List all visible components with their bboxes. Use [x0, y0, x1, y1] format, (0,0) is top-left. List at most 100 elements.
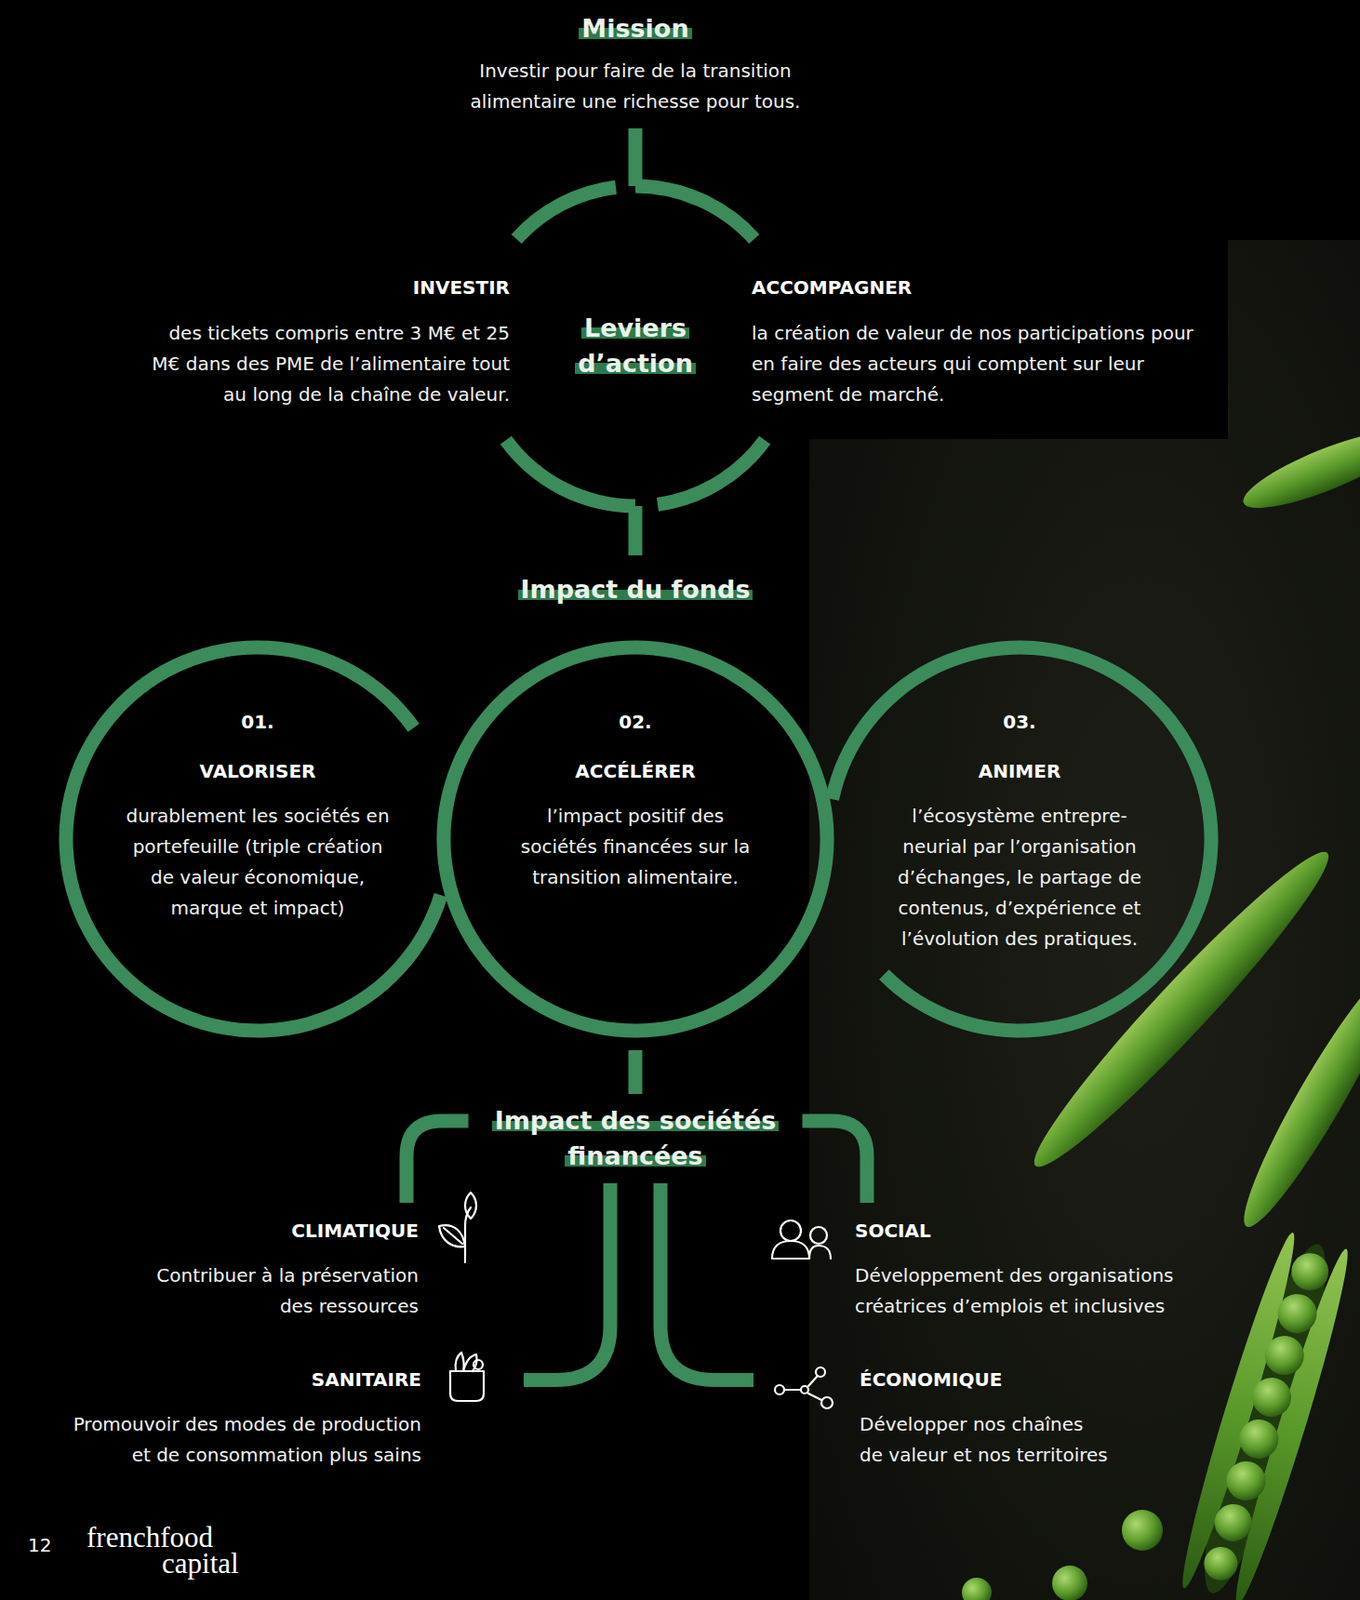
- economy-icon: [808, 1393, 822, 1400]
- open-pea-pod: [1286, 1248, 1334, 1295]
- economy-icon: [774, 1385, 785, 1395]
- economy-icon: [821, 1397, 833, 1409]
- body-text: Développement des organisations créatric…: [854, 1260, 1190, 1322]
- mission-block: MissionInvestir pour faire de la transit…: [449, 11, 822, 118]
- health-icon: [450, 1352, 484, 1401]
- circle-arc: [656, 436, 771, 512]
- impact-item: ÉCONOMIQUE Développer nos chaînes de vale…: [772, 1364, 1111, 1471]
- economy-icon: [784, 1388, 801, 1391]
- photo-ground: [809, 240, 1360, 1600]
- pea-pods: [1121, 1509, 1163, 1551]
- circle-arc: [436, 640, 834, 1039]
- circle-arc: [511, 180, 617, 244]
- callout-number: 02.: [513, 706, 758, 738]
- open-pea-pod: [1171, 1228, 1359, 1600]
- body-text: la création de valeur de nos participati…: [751, 318, 1199, 411]
- lever-text: ACCOMPAGNER la création de valeur de nos …: [751, 272, 1199, 411]
- social-icon: [780, 1220, 801, 1241]
- connector: [802, 1120, 868, 1203]
- heading: ACCOMPAGNER: [751, 272, 1199, 304]
- circle-text: Leviers d’action: [542, 310, 729, 382]
- heading: CLIMATIQUE: [134, 1215, 419, 1247]
- section-title: Impact des sociétés financées: [489, 1103, 783, 1174]
- body-text: durablement les sociétés en portefeuille…: [121, 800, 394, 924]
- open-pea-pod: [1210, 1499, 1257, 1547]
- section-title: Impact des sociétés financées: [492, 1106, 780, 1171]
- health-icon: [455, 1352, 465, 1372]
- circle-text: 02. ACCÉLÉRER l’impact positif des société…: [513, 706, 758, 894]
- pea-pods: [1226, 957, 1360, 1238]
- connector: [628, 506, 643, 556]
- connector: [523, 1183, 611, 1381]
- heading: VALORISER: [121, 756, 394, 787]
- callout-number: 01.: [121, 706, 394, 738]
- social-icon: [810, 1226, 827, 1244]
- open-pea-pod: [1221, 1456, 1270, 1506]
- economy-icon: [800, 1386, 809, 1394]
- open-pea-pod: [1200, 1542, 1242, 1585]
- section-title: Impact du fonds: [518, 574, 754, 604]
- heading: ÉCONOMIQUE: [859, 1364, 1111, 1396]
- circle-outline: [461, 172, 810, 520]
- heading: ANIMER: [880, 756, 1160, 787]
- circle-arc: [825, 640, 1218, 1038]
- title-row: Impact du fonds: [515, 572, 757, 608]
- impact-circle: 01. VALORISER durablement les sociétés en …: [52, 633, 464, 1045]
- heading: SOCIAL: [854, 1215, 1190, 1247]
- impact-circle: 03. ANIMER l’écosystème entrepre- neurial …: [813, 633, 1226, 1045]
- body-text: Développer nos chaînes de valeur et nos …: [859, 1409, 1111, 1471]
- title-row: Impact des sociétés financées: [489, 1103, 783, 1174]
- circle-text: 03. ANIMER l’écosystème entrepre- neurial …: [880, 706, 1160, 955]
- connector: [628, 128, 643, 187]
- section-title: Mission: [578, 13, 692, 43]
- section-title: Leviers d’action: [574, 313, 696, 378]
- title-row: Mission: [449, 11, 822, 47]
- body-text: des tickets compris entre 3 M€ et 25 M€ …: [137, 318, 510, 411]
- pea-pods: [1236, 417, 1360, 522]
- impact-item: SANITAIREPromouvoir des modes de product…: [53, 1364, 489, 1471]
- circle-arc: [635, 179, 760, 244]
- circle-outline: [825, 640, 1218, 1038]
- heading: SANITAIRE: [53, 1364, 422, 1396]
- section-title: Impact du fonds: [515, 572, 757, 608]
- open-pea-pod: [1171, 1228, 1306, 1593]
- social-icon: [772, 1220, 831, 1259]
- body-text: l’impact positif des sociétés financées …: [513, 800, 758, 894]
- connector: [660, 1183, 754, 1381]
- circle-outline: [500, 179, 771, 514]
- circle-arc: [58, 640, 448, 1038]
- economy-icon: [774, 1367, 833, 1409]
- open-pea-pod: [1247, 1373, 1296, 1422]
- circle-text: 01. VALORISER durablement les sociétés en …: [121, 706, 394, 924]
- economy-icon: [815, 1367, 826, 1377]
- social-icon: [809, 1245, 831, 1259]
- climate-icon: [439, 1192, 477, 1263]
- heading: ACCÉLÉRER: [513, 756, 758, 787]
- impact-item: SOCIAL Développement des organisations cr…: [764, 1215, 1190, 1322]
- body-text: l’écosystème entrepre- neurial par l’org…: [880, 800, 1160, 955]
- health-icon: [450, 1371, 484, 1401]
- impact-item: CLIMATIQUE Contribuer à la préservation d…: [134, 1215, 492, 1322]
- connector: [628, 1050, 643, 1094]
- connector: [406, 1120, 469, 1203]
- social-icon: [772, 1240, 810, 1259]
- open-pea-pod: [1260, 1331, 1309, 1380]
- circle-arc: [500, 436, 636, 514]
- body-text: Investir pour faire de la transition ali…: [449, 55, 822, 118]
- circle-outline: [58, 640, 448, 1038]
- body-text: Contribuer à la préservation des ressour…: [134, 1260, 419, 1322]
- heading: INVESTIR: [137, 272, 510, 304]
- circle-outline: [436, 640, 834, 1039]
- pea-pods: [1052, 1565, 1088, 1600]
- lever-circle: Leviers d’action: [461, 172, 810, 520]
- pea-pods: [961, 1577, 992, 1600]
- callout-number: 03.: [880, 706, 1160, 738]
- health-icon: [473, 1360, 483, 1370]
- climate-icon: [465, 1192, 477, 1219]
